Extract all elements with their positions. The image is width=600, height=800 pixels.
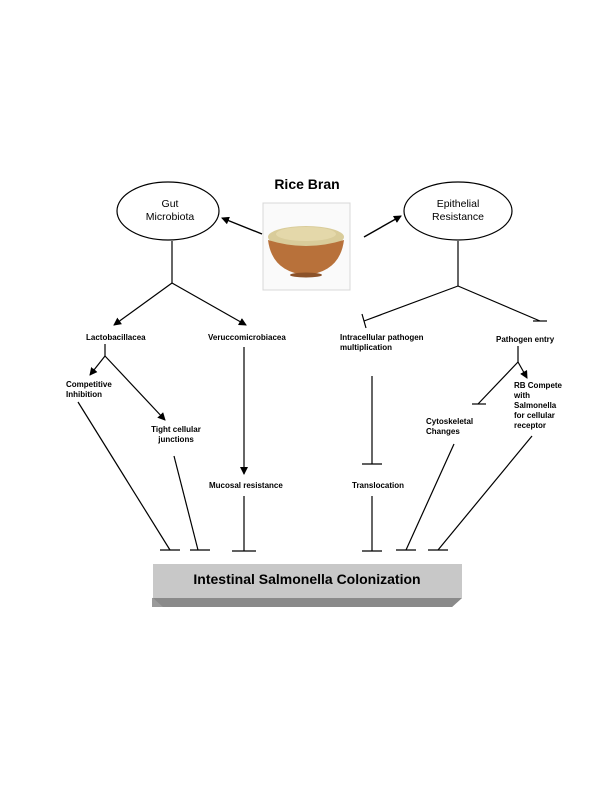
rb-line2: with	[514, 391, 530, 400]
pathogen-entry-label: Pathogen entry	[496, 335, 555, 344]
competitive-inhibition-label: Competitive Inhibition	[66, 380, 112, 400]
competitive-line1: Competitive	[66, 380, 112, 389]
arrow-to-tight-junctions	[104, 355, 166, 421]
intracellular-line1: Intracellular pathogen	[340, 333, 424, 342]
inhibit-from-cytoskeletal	[405, 443, 455, 551]
veruccomicrobiacea-label: Veruccomicrobiacea	[208, 333, 286, 342]
rb-line4: for cellular	[514, 411, 555, 420]
rb-line3: Salmonella	[514, 401, 557, 410]
gut-label-line1: Gut	[161, 198, 179, 210]
tight-line2: junctions	[158, 435, 194, 444]
gut-label-line2: Microbiota	[145, 211, 195, 223]
competitive-line2: Inhibition	[66, 390, 102, 399]
cyto-line1: Cytoskeletal	[426, 417, 474, 426]
rb-compete-label: RB Compete with Salmonella for cellular …	[514, 381, 562, 431]
arrow-to-lactobacillacea	[113, 282, 173, 326]
translocation-label: Translocation	[352, 481, 405, 490]
inhibit-from-tight	[173, 455, 199, 551]
inhibit-pathogen-entry	[457, 285, 541, 322]
arrow-to-gut	[221, 216, 263, 235]
epithelial-label-line1: Epithelial	[436, 198, 480, 210]
tight-line1: Tight cellular	[151, 425, 201, 434]
arrow-to-competitive	[89, 355, 106, 376]
rb-line1: RB Compete	[514, 381, 563, 390]
diagram-title: Rice Bran	[274, 176, 340, 192]
inhibit-cytoskeletal	[477, 361, 519, 405]
arrow-to-epithelial	[363, 215, 402, 238]
inhibit-from-competitive	[77, 401, 171, 551]
intracellular-label: Intracellular pathogen multiplication	[340, 333, 424, 353]
inhibit-intracellular	[363, 285, 459, 322]
epithelial-resistance-label: Epithelial Resistance	[408, 198, 508, 224]
lactobacillacea-label: Lactobacillacea	[86, 333, 146, 342]
tight-junctions-label: Tight cellular junctions	[146, 425, 206, 445]
rb-line5: receptor	[514, 421, 547, 430]
gut-microbiota-label: Gut Microbiota	[120, 198, 220, 224]
colonization-bar	[152, 564, 462, 607]
arrow-to-rb-compete	[517, 361, 528, 379]
rice-bran-bowl-icon	[268, 226, 344, 278]
colonization-label: Intestinal Salmonella Colonization	[193, 571, 421, 587]
inhibit-from-rb-compete	[437, 435, 533, 551]
epithelial-resistance-node	[403, 181, 513, 241]
cyto-line2: Changes	[426, 427, 460, 436]
intracellular-line2: multiplication	[340, 343, 392, 352]
epithelial-label-line2: Resistance	[432, 211, 484, 223]
gut-microbiota-node	[116, 181, 220, 241]
mucosal-resistance-label: Mucosal resistance	[209, 481, 283, 490]
arrow-to-veruccomicrobiacea	[171, 282, 247, 326]
cytoskeletal-label: Cytoskeletal Changes	[426, 417, 473, 437]
